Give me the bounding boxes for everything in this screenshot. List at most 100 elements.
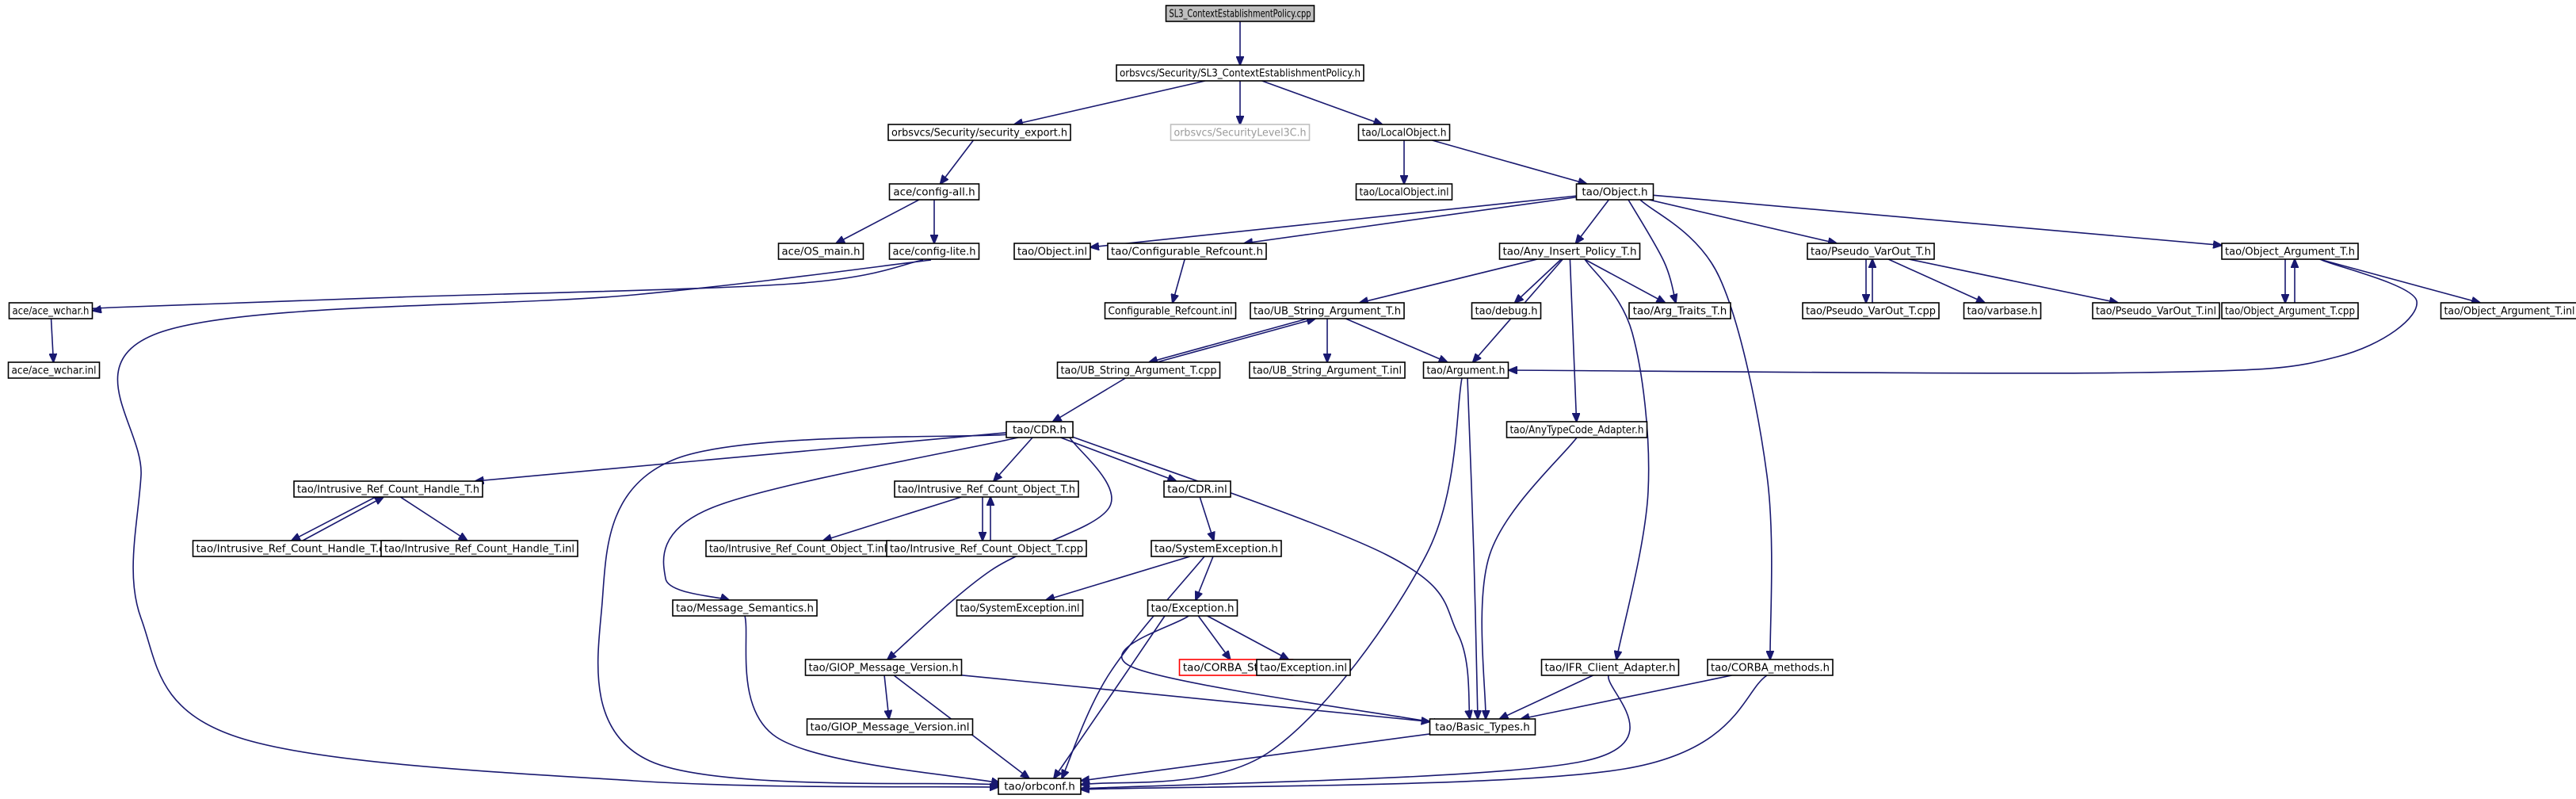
edge-ifr-to-orbconf [1081,675,1631,789]
node-label-cfglite: ace/config-lite.h [893,246,976,258]
node-argh[interactable]: tao/Argument.h [1422,361,1509,379]
edge-objh-to-corbameth [1639,199,1772,659]
edge-cfgall-to-osmain [836,199,920,243]
node-objinl[interactable]: tao/Object.inl [1013,243,1091,260]
node-msgsem[interactable]: tao/Message_Semantics.h [672,599,818,617]
node-label-irch: tao/Intrusive_Ref_Count_Handle_T.h [297,484,479,496]
edge-irch-to-irchinl [399,496,467,541]
node-box-orbconf [998,778,1082,795]
node-root[interactable]: SL3_ContextEstablishmentPolicy.cpp [1165,5,1315,22]
node-pseudocpp[interactable]: tao/Pseudo_VarOut_T.cpp [1802,302,1940,319]
node-ifr[interactable]: tao/IFR_Client_Adapter.h [1540,659,1680,676]
edge-cfglite-to-orbconf [116,259,998,787]
node-box-confrefinl [1104,302,1237,319]
node-box-acewchar [8,302,93,319]
node-secexp[interactable]: orbsvcs/Security/security_export.h [887,124,1071,141]
node-basic[interactable]: tao/Basic_Types.h [1429,718,1536,736]
node-box-exch [1147,599,1238,617]
node-cfglite[interactable]: ace/config-lite.h [888,243,980,260]
node-box-ircocpp [886,540,1087,557]
node-label-msgsem: tao/Message_Semantics.h [676,602,814,615]
node-cdrinl[interactable]: tao/CDR.inl [1163,480,1231,498]
edge-cdrh-to-basic [1065,434,1470,719]
node-pseudo[interactable]: tao/Pseudo_VarOut_T.h [1807,243,1935,260]
node-excinl[interactable]: tao/Exception.inl [1256,659,1351,676]
node-box-anytc [1506,421,1648,438]
node-box-objargcpp [2221,302,2359,319]
node-irchcpp[interactable]: tao/Intrusive_Ref_Count_Handle_T.cpp [192,540,403,557]
node-anyins[interactable]: tao/Any_Insert_Policy_T.h [1498,243,1641,260]
node-ubstr[interactable]: tao/UB_String_Argument_T.h [1250,302,1405,319]
node-osmain[interactable]: ace/OS_main.h [777,243,864,260]
node-ircoinl[interactable]: tao/Intrusive_Ref_Count_Object_T.inl [705,540,891,557]
node-objarg[interactable]: tao/Object_Argument_T.h [2221,243,2359,260]
node-cfgall[interactable]: ace/config-all.h [888,183,980,201]
node-objargcpp[interactable]: tao/Object_Argument_T.cpp [2221,302,2359,319]
edge-objh-to-objarg [1653,194,2223,245]
node-confrefinl[interactable]: Configurable_Refcount.inl [1104,302,1237,319]
node-objh[interactable]: tao/Object.h [1575,183,1654,201]
node-acewchar[interactable]: ace/ace_wchar.h [8,302,93,319]
edge-cfglite-to-acewchar [82,259,924,311]
edge-irco-to-ircoinl [823,496,962,541]
node-ubstrinl[interactable]: tao/UB_String_Argument_T.inl [1249,361,1406,379]
node-acewcharinl[interactable]: ace/ace_wchar.inl [7,361,101,379]
node-anytc[interactable]: tao/AnyTypeCode_Adapter.h [1506,421,1648,438]
node-label-irchcpp: tao/Intrusive_Ref_Count_Handle_T.cpp [197,543,399,556]
node-sysexcinl[interactable]: tao/SystemException.inl [956,599,1084,617]
node-localobjinl[interactable]: tao/LocalObject.inl [1355,183,1453,201]
node-label-exch: tao/Exception.h [1151,602,1235,615]
node-label-confref: tao/Configurable_Refcount.h [1111,246,1263,258]
node-sl3h[interactable]: orbsvcs/Security/SL3_ContextEstablishmen… [1116,64,1364,82]
node-irch[interactable]: tao/Intrusive_Ref_Count_Handle_T.h [293,480,483,498]
node-label-secexp: orbsvcs/Security/security_export.h [891,127,1067,140]
node-exch[interactable]: tao/Exception.h [1147,599,1238,617]
node-pseudoinl[interactable]: tao/Pseudo_VarOut_T.inl [2092,302,2220,319]
node-debug[interactable]: tao/debug.h [1471,302,1542,319]
edge-ifr-to-basic [1499,675,1593,719]
node-ubstrcpp[interactable]: tao/UB_String_Argument_T.cpp [1056,361,1221,379]
node-box-anyins [1498,243,1641,260]
node-seclevel[interactable]: orbsvcs/SecurityLevel3C.h [1170,124,1311,141]
edge-objh-to-argtraits [1628,199,1676,303]
node-ircocpp[interactable]: tao/Intrusive_Ref_Count_Object_T.cpp [886,540,1087,557]
node-box-pseudoinl [2092,302,2220,319]
node-label-giopinl: tao/GIOP_Message_Version.inl [811,721,970,734]
node-varbase[interactable]: tao/varbase.h [1963,302,2042,319]
node-sysexc[interactable]: tao/SystemException.h [1151,540,1282,557]
node-box-msgsem [672,599,818,617]
node-box-ubstrinl [1249,361,1406,379]
edge-cdrinl-to-sysexc [1199,496,1214,541]
node-label-ubstrinl: tao/UB_String_Argument_T.inl [1253,365,1402,377]
node-label-pseudocpp: tao/Pseudo_VarOut_T.cpp [1806,305,1936,318]
node-argtraits[interactable]: tao/Arg_Traits_T.h [1628,302,1731,319]
node-irco[interactable]: tao/Intrusive_Ref_Count_Object_T.h [894,480,1079,498]
node-box-ubstr [1250,302,1405,319]
node-label-confrefinl: Configurable_Refcount.inl [1109,305,1233,318]
edge-layer [52,21,2481,789]
node-label-ircoinl: tao/Intrusive_Ref_Count_Object_T.inl [709,543,887,556]
node-cdrh[interactable]: tao/CDR.h [1006,421,1074,438]
edge-anyins-to-debug [1515,258,1562,303]
node-box-giop [804,659,963,676]
edge-giop-to-basic [961,674,1430,722]
node-label-sl3h: orbsvcs/Security/SL3_ContextEstablishmen… [1120,67,1361,80]
node-label-anyins: tao/Any_Insert_Policy_T.h [1503,246,1637,258]
node-confref[interactable]: tao/Configurable_Refcount.h [1107,243,1267,260]
node-label-sysexc: tao/SystemException.h [1154,543,1278,556]
node-giopinl[interactable]: tao/GIOP_Message_Version.inl [806,718,974,736]
node-irchinl[interactable]: tao/Intrusive_Ref_Count_Handle_T.inl [380,540,578,557]
node-giop[interactable]: tao/GIOP_Message_Version.h [804,659,963,676]
edge-objh-to-pseudo [1648,199,1837,243]
edge-secexp-to-cfgall [941,140,975,184]
edge-basic-to-orbconf [1081,733,1430,781]
node-label-cdrh: tao/CDR.h [1013,424,1067,437]
node-localobj[interactable]: tao/LocalObject.h [1357,124,1451,141]
node-label-pseudoinl: tao/Pseudo_VarOut_T.inl [2096,305,2216,318]
edge-localobj-to-objh [1432,140,1586,184]
node-corbameth[interactable]: tao/CORBA_methods.h [1707,659,1834,676]
node-objarginl[interactable]: tao/Object_Argument_T.inl [2440,302,2576,319]
edge-ubstr-to-argh [1345,318,1447,362]
node-box-argh [1422,361,1509,379]
node-orbconf[interactable]: tao/orbconf.h [998,778,1082,795]
